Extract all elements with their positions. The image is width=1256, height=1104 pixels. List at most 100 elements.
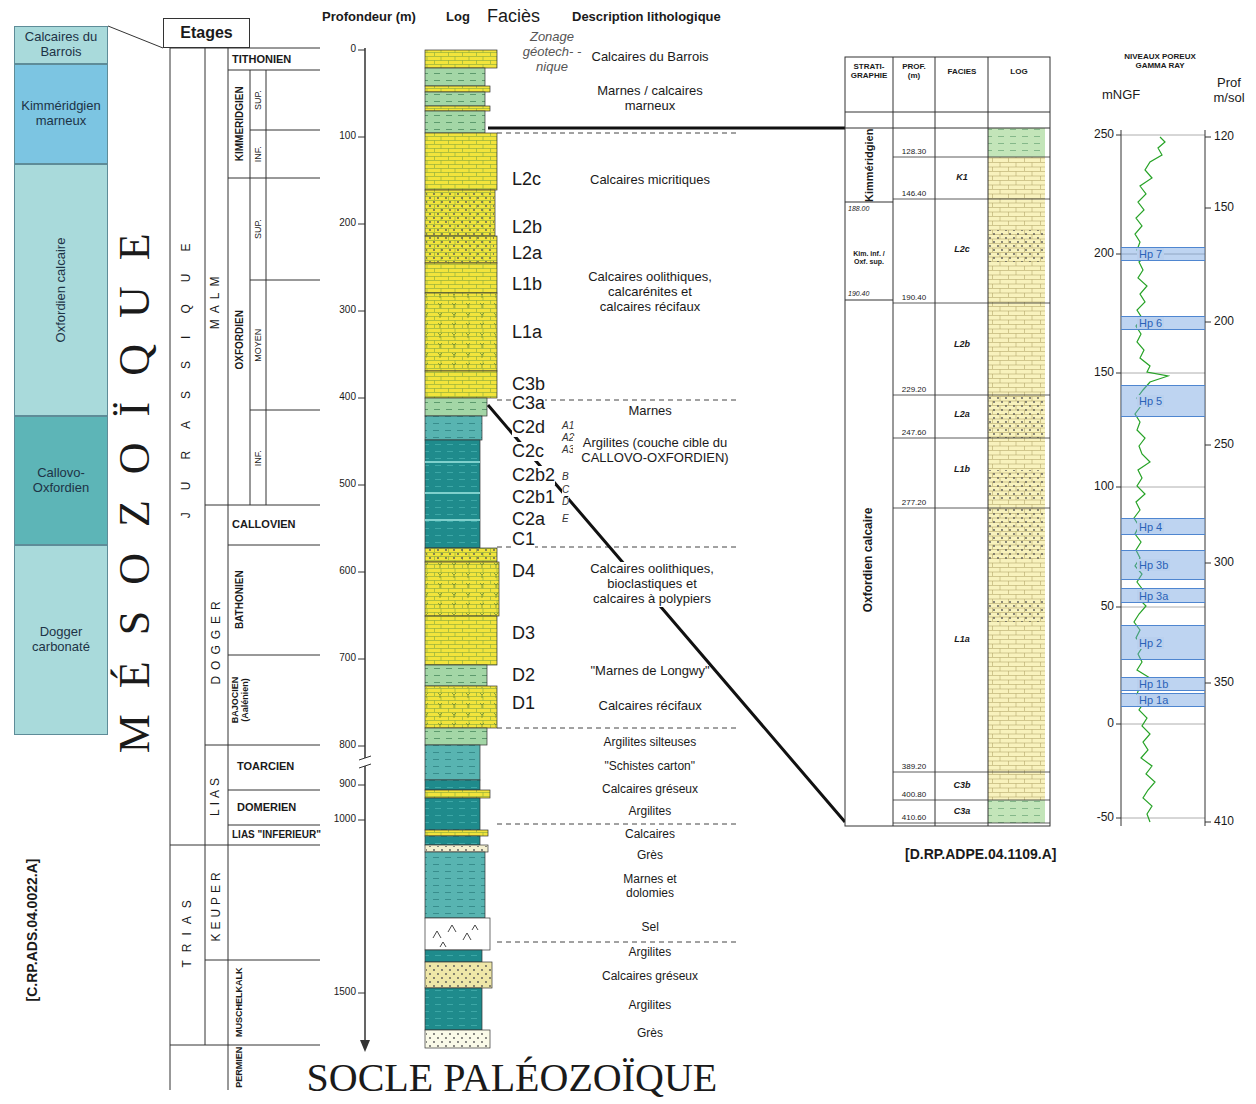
lithology-description: Argilites: [629, 946, 672, 960]
table-horizontals: [170, 48, 320, 1045]
facies-code: L1b: [512, 275, 542, 294]
stratigraphy-name: Kim. inf. / Oxf. sup.: [847, 250, 891, 266]
depth-tick: 410: [1214, 815, 1234, 829]
lithology-description: Argilites: [629, 805, 672, 819]
table-verticals: [170, 48, 266, 1090]
facies-code: L1a: [512, 323, 542, 342]
reference-code: [C.RP.ADS.04.0022.A]: [24, 859, 40, 1002]
depth-tick: 150: [1214, 201, 1234, 215]
substage-name: MOYEN: [253, 329, 263, 362]
porous-level-band: Hp 3a: [1121, 588, 1205, 603]
axis-break: [359, 756, 371, 768]
band-label: Hp 1a: [1137, 694, 1170, 706]
porous-level-band: Hp 4: [1121, 518, 1205, 535]
detail-log: [988, 800, 1045, 823]
log-layer: [425, 950, 482, 962]
basement-title: SOCLE PALÉOZOÏQUE: [307, 1058, 718, 1098]
box-label: Callovo-Oxfordien: [17, 466, 105, 496]
log-layer: [425, 988, 482, 1030]
log-layer: [425, 133, 497, 190]
boundary-depth: 229.20: [896, 385, 932, 394]
era-box: Oxfordien calcaire: [14, 164, 108, 416]
stage-name: KIMMERIDGIEN: [233, 86, 245, 161]
stage-name: CALLOVIEN: [232, 518, 296, 531]
log-layer: [425, 111, 485, 133]
depth-tick: 1500: [308, 986, 356, 998]
lithology-description: Calcaires gréseux: [602, 970, 698, 984]
panel-header: PROF. (m): [896, 62, 932, 80]
elevation-tick: 0: [1078, 717, 1114, 731]
porous-level-band: Hp 1a: [1121, 693, 1205, 707]
boundary-depth: 389.20: [896, 762, 932, 771]
lithology-description: Calcaires oolithiques, bioclastiques et …: [582, 562, 722, 607]
facies-code: L2a: [512, 244, 542, 263]
facies-code: K1: [936, 172, 988, 182]
clay-bands: [425, 462, 480, 520]
depth-tick: 400: [308, 391, 356, 403]
panel-frame: [845, 57, 1050, 826]
lithology-description: Marnes et dolomies: [610, 873, 690, 901]
stratigraphy-depth: 190.40: [848, 290, 869, 298]
lithology-description: "Schistes carton": [605, 760, 696, 774]
lithology-description: Grès: [637, 1027, 663, 1041]
box-label: Dogger carbonaté: [17, 625, 105, 655]
zoom-lines: [488, 128, 845, 822]
band-label: Hp 1b: [1137, 678, 1170, 690]
substage-name: SUP.: [253, 219, 263, 239]
lithology-description: "Marnes de Longwy": [591, 664, 710, 679]
depth-tick: 900: [308, 778, 356, 790]
system-name: TRIAS: [180, 892, 194, 967]
stage-name: BAJOCIEN (Aalénien): [231, 657, 251, 743]
lithology-description: Argilites silteuses: [604, 736, 697, 750]
system-name: JURASSIQUE: [180, 222, 194, 519]
porous-level-band: Hp 2: [1121, 625, 1205, 660]
band-label: Hp 4: [1137, 521, 1164, 533]
facies-code: C3a: [936, 806, 988, 816]
lithology-description: Marnes / calcaires marneux: [596, 84, 704, 114]
log-layer: [425, 548, 497, 562]
boundary-depth: 410.60: [896, 813, 932, 822]
log-layer: [425, 398, 487, 416]
facies-code: D4: [512, 562, 535, 581]
series-name: KEUPER: [209, 868, 223, 941]
facies-code: D2: [512, 666, 535, 685]
lithology-description: Calcaires: [625, 828, 675, 842]
stage-name: LIAS "INFERIEUR": [232, 829, 321, 841]
facies-code: L1b: [936, 464, 988, 474]
log-layer: [425, 845, 488, 852]
header-diagonal: [108, 26, 163, 48]
log-layer: [425, 50, 497, 68]
panel-header: FACIES: [936, 67, 988, 76]
depth-tick: 600: [308, 565, 356, 577]
detail-oolites: [989, 230, 1044, 262]
reef-symbols: [426, 687, 496, 727]
log-layer: [425, 745, 480, 780]
detail-log: [988, 128, 1045, 157]
log-layer: [425, 86, 490, 92]
lithology-description: Sel: [642, 921, 659, 935]
era-box: Calcaires du Barrois: [14, 26, 108, 64]
elevation-tick: 150: [1078, 366, 1114, 380]
band-label: Hp 7: [1137, 248, 1164, 260]
log-layer: [425, 1030, 490, 1048]
detail-panel: [845, 57, 1050, 826]
stage-name: TITHONIEN: [232, 53, 291, 66]
log-layer: [425, 728, 487, 745]
log-layer: [425, 106, 490, 111]
substage-name: SUP.: [253, 90, 263, 110]
log-layer: [425, 92, 485, 106]
series-name: LIAS: [209, 774, 223, 816]
lithology-description: Marnes: [629, 404, 672, 419]
porous-level-band: Hp 7: [1121, 247, 1205, 261]
depth-tick: 700: [308, 652, 356, 664]
reef-symbols: [426, 563, 498, 615]
stratigraphy-name: Kimméridgien: [863, 128, 876, 201]
detail-oolites: [989, 508, 1044, 560]
box-label: Etages: [180, 24, 232, 42]
stage-name: BATHONIEN: [233, 570, 245, 629]
salt-symbols: [433, 925, 478, 947]
axis-line: [364, 48, 366, 1044]
lithology-description: Calcaires oolithiques, calcarénites et c…: [584, 270, 716, 315]
stratigraphy-depth: 188.00: [848, 205, 869, 213]
